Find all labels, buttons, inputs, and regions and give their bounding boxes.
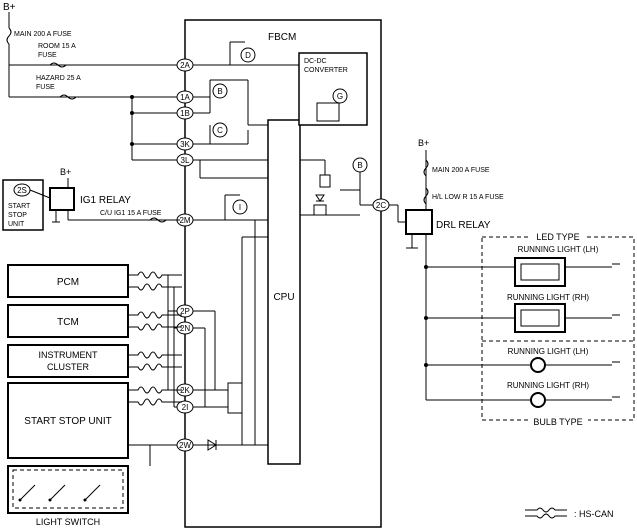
fbcm-pins: 2A 1A 1B 3K 3L 2M 2P 2N 2K 2I 2W 2C xyxy=(176,58,390,452)
ssu-small-line2: STOP xyxy=(8,212,27,219)
svg-text:D: D xyxy=(245,51,251,60)
svg-text:2C: 2C xyxy=(376,201,386,210)
bulb-rl-rh-lamp xyxy=(530,392,546,408)
ref-b-upper: B xyxy=(212,83,228,99)
pin-2i: 2I xyxy=(176,400,194,414)
main-power-feed: B+ MAIN 200 A FUSE ROOM 15 A FUSE HAZARD… xyxy=(3,2,180,161)
ig1-relay-section: 2S START STOP UNIT B+ IG1 RELAY C/U IG1 … xyxy=(2,167,180,231)
bulb-rl-lh-lamp xyxy=(530,357,546,373)
ig1-relay-label: IG1 RELAY xyxy=(80,195,131,206)
start-stop-unit-box xyxy=(7,382,129,459)
ssu-small-line1: START xyxy=(8,203,31,210)
drl-main-fuse-label: MAIN 200 A FUSE xyxy=(432,167,490,174)
led-rl-rh-lamp xyxy=(514,303,566,333)
pcm-box xyxy=(7,264,129,298)
pin-2s: 2S xyxy=(17,186,27,195)
fbcm-title: FBCM xyxy=(268,32,296,43)
cu-ig1-fuse-label: C/U IG1 15 A FUSE xyxy=(100,210,162,217)
drl-b-plus: B+ xyxy=(418,138,429,148)
pcm-label: PCM xyxy=(57,277,79,288)
ref-g: G xyxy=(332,88,348,104)
pin-2w: 2W xyxy=(176,438,194,452)
reference-markers: D B C G B I xyxy=(212,47,368,215)
ig1-relay-box xyxy=(49,187,75,211)
ref-b-right: B xyxy=(352,157,368,173)
ref-c: C xyxy=(212,122,228,138)
svg-text:2I: 2I xyxy=(182,403,189,412)
svg-text:1B: 1B xyxy=(180,109,190,118)
hazard-fuse-label-1: HAZARD 25 A xyxy=(36,75,81,82)
tcm-label: TCM xyxy=(57,317,79,328)
dcdc-converter-box xyxy=(298,52,368,126)
hazard-fuse-symbol xyxy=(59,94,77,100)
b-plus-label: B+ xyxy=(3,2,16,13)
svg-text:2N: 2N xyxy=(180,324,190,333)
left-modules: PCM TCM INSTRUMENT CLUSTER START STOP UN… xyxy=(7,264,129,527)
led-rl-rh-label: RUNNING LIGHT (RH) xyxy=(507,293,589,302)
hs-can-legend-label: : HS-CAN xyxy=(574,509,614,519)
light-switch-box xyxy=(7,465,129,514)
drl-relay-box xyxy=(405,209,433,235)
drl-section: B+ MAIN 200 A FUSE H/L LOW R 15 A FUSE D… xyxy=(389,138,530,401)
bulb-rl-lh-label: RUNNING LIGHT (LH) xyxy=(508,347,589,356)
led-rl-lh-lamp xyxy=(514,257,566,287)
cpu-label: CPU xyxy=(273,292,294,303)
cpu-box xyxy=(267,119,301,465)
tcm-box xyxy=(7,304,129,338)
svg-text:2W: 2W xyxy=(179,441,191,450)
svg-text:B: B xyxy=(217,87,222,96)
hazard-fuse-label-2: FUSE xyxy=(36,84,55,91)
pin-3k: 3K xyxy=(176,137,194,151)
pin-1a: 1A xyxy=(176,90,194,104)
svg-text:2P: 2P xyxy=(180,307,190,316)
ref-d: D xyxy=(240,47,256,63)
svg-text:1A: 1A xyxy=(180,93,190,102)
room-fuse-label-2: FUSE xyxy=(38,52,57,59)
hs-can-lines xyxy=(128,271,182,466)
svg-text:2M: 2M xyxy=(179,216,190,225)
svg-text:3L: 3L xyxy=(181,156,190,165)
svg-text:3K: 3K xyxy=(180,140,190,149)
light-switch-label: LIGHT SWITCH xyxy=(36,517,100,527)
led-rl-lh-label: RUNNING LIGHT (LH) xyxy=(518,245,599,254)
bulb-rl-rh-label: RUNNING LIGHT (RH) xyxy=(507,381,589,390)
running-lights-block: LED TYPE RUNNING LIGHT (LH) RUNNING LIGH… xyxy=(481,230,635,428)
pin-2n: 2N xyxy=(176,321,194,335)
pin-2c: 2C xyxy=(372,198,390,212)
cluster-label-2: CLUSTER xyxy=(47,362,90,372)
fbcm-internal-wiring xyxy=(192,41,381,451)
dcdc-label-1: DC-DC xyxy=(304,58,327,65)
start-stop-unit-label: START STOP UNIT xyxy=(24,416,111,427)
cu-ig1-fuse-symbol xyxy=(149,217,167,223)
svg-text:B: B xyxy=(357,161,362,170)
room-fuse-label-1: ROOM 15 A xyxy=(38,43,76,50)
svg-text:G: G xyxy=(337,92,343,101)
pin-3l: 3L xyxy=(176,153,194,167)
led-type-label: LED TYPE xyxy=(536,232,579,242)
svg-text:2K: 2K xyxy=(180,386,190,395)
hl-low-fuse-label: H/L LOW R 15 A FUSE xyxy=(432,194,504,201)
drl-relay-label: DRL RELAY xyxy=(436,220,491,231)
room-fuse-symbol xyxy=(49,62,67,68)
bulb-type-label: BULB TYPE xyxy=(533,417,582,427)
pin-2a: 2A xyxy=(176,58,194,72)
main-fuse-label: MAIN 200 A FUSE xyxy=(14,31,72,38)
svg-text:2A: 2A xyxy=(180,61,190,70)
ssu-small-line3: UNIT xyxy=(8,221,25,228)
cluster-label-1: INSTRUMENT xyxy=(39,350,98,360)
svg-text:C: C xyxy=(217,126,223,135)
instrument-cluster-box xyxy=(7,344,129,378)
dcdc-label-2: CONVERTER xyxy=(304,67,348,74)
svg-text:I: I xyxy=(239,203,241,212)
ig1-b-plus: B+ xyxy=(60,167,71,177)
pin-1b: 1B xyxy=(176,106,194,120)
hs-can-legend: : HS-CAN xyxy=(525,507,614,519)
ref-i: I xyxy=(232,199,248,215)
